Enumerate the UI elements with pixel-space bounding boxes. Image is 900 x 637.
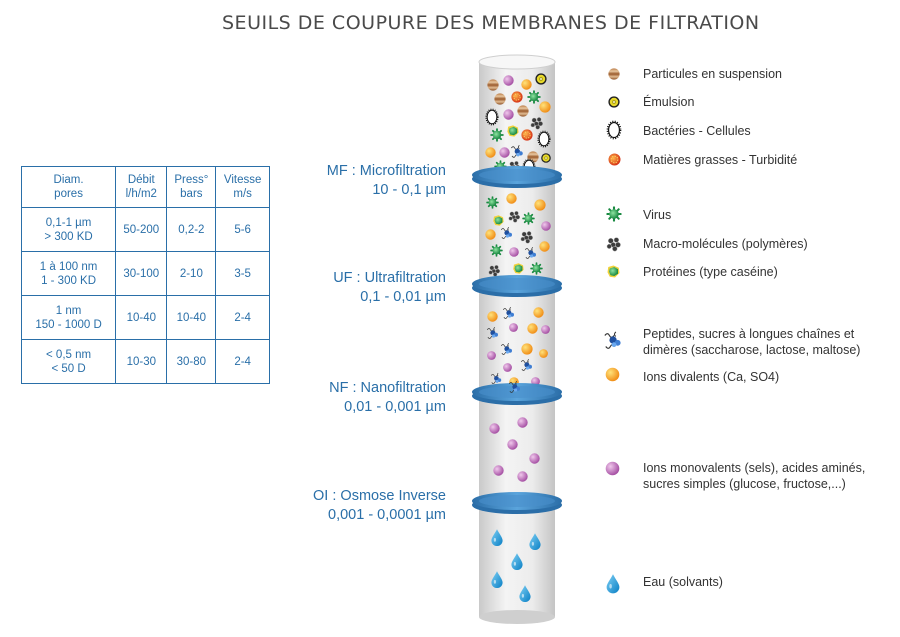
cell-velocity: 5-6 (215, 207, 270, 252)
peptide-icon (604, 331, 622, 349)
fat-icon (608, 153, 621, 166)
cell-flow: 10-30 (115, 339, 168, 384)
legend-item-macromolecules: Macro-molécules (polymères) (643, 237, 808, 251)
table-row-oi: < 0,5 nm< 50 D 10-30 30-80 2-4 (20, 339, 270, 384)
stage-label-uf: UF : Ultrafiltration 0,1 - 0,01 µm (206, 269, 446, 307)
stage-range: 0,01 - 0,001 µm (344, 399, 446, 415)
emulsion-icon (608, 96, 620, 108)
header-pressure: Press°bars (166, 166, 217, 208)
stage-range: 0,001 - 0,0001 µm (328, 507, 446, 523)
legend-item-proteins: Protéines (type caséine) (643, 265, 778, 279)
bacteria-icon (606, 120, 622, 140)
stage-label-mf: MF : Microfiltration 10 - 0,1 µm (206, 162, 446, 200)
membrane-mf (472, 166, 562, 188)
legend-item-monovalent-ions: Ions monovalents (sels), acides aminés,s… (643, 461, 866, 491)
stage-label-nf: NF : Nanofiltration 0,01 - 0,001 µm (206, 379, 446, 417)
stage-name: UF : Ultrafiltration (333, 270, 446, 286)
monovalent-ion-icon (605, 461, 620, 476)
particle-icon (608, 68, 620, 80)
virus-icon (606, 206, 622, 222)
diagram-title: SEUILS DE COUPURE DES MEMBRANES DE FILTR… (222, 12, 760, 34)
divalent-ion-icon (605, 367, 620, 382)
cell-pore: < 0,5 nm< 50 D (20, 339, 117, 384)
stage-label-oi: OI : Osmose Inverse 0,001 - 0,0001 µm (206, 487, 446, 525)
stage-name: MF : Microfiltration (326, 163, 446, 179)
legend-item-particles: Particules en suspension (643, 67, 782, 81)
cell-flow: 30-100 (115, 251, 168, 296)
membrane-oi (472, 492, 562, 514)
water-drop-icon (606, 574, 620, 594)
legend-icons (604, 68, 622, 594)
legend-item-water: Eau (solvants) (643, 575, 723, 589)
macromolecule-icon (606, 237, 621, 252)
cell-velocity: 3-5 (215, 251, 270, 296)
protein-icon (607, 265, 620, 278)
legend-item-bacteria: Bactéries - Cellules (643, 124, 751, 138)
header-pore-diameter: Diam.pores (20, 166, 117, 208)
stage-name: OI : Osmose Inverse (313, 488, 446, 504)
stage-range: 10 - 0,1 µm (372, 182, 446, 198)
stage-range: 0,1 - 0,01 µm (360, 289, 446, 305)
cell-pressure: 30-80 (166, 339, 217, 384)
legend-item-divalent-ions: Ions divalents (Ca, SO4) (643, 370, 780, 384)
cell-flow: 10-40 (115, 295, 168, 340)
cell-velocity: 2-4 (215, 339, 270, 384)
cell-pore: 0,1-1 µm> 300 KD (20, 207, 117, 252)
membrane-uf (472, 275, 562, 297)
cell-velocity: 2-4 (215, 295, 270, 340)
legend-item-fat: Matières grasses - Turbidité (643, 153, 798, 167)
legend-item-emulsion: Émulsion (643, 95, 695, 109)
legend-item-virus: Virus (643, 208, 672, 222)
stage-name: NF : Nanofiltration (329, 380, 446, 396)
membrane-nf (472, 380, 562, 405)
